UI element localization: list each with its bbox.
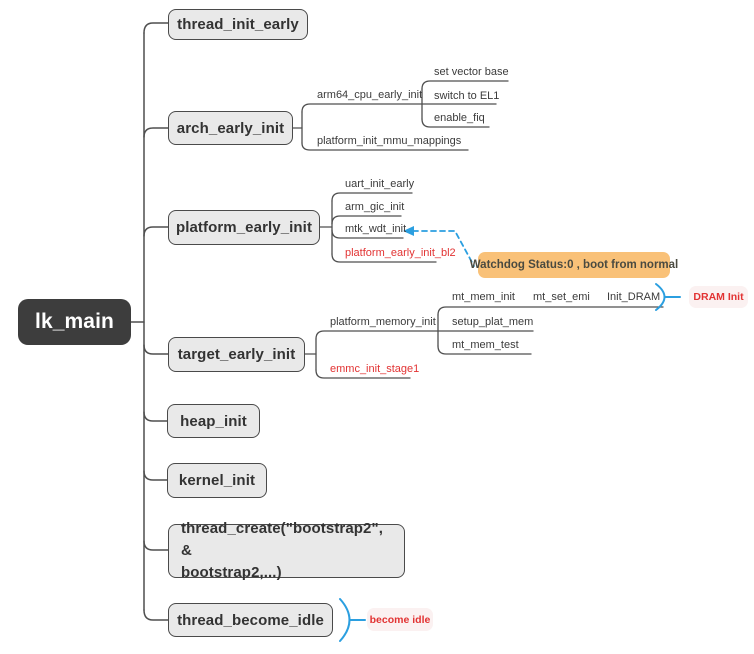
elbow-target-early-init: [143, 344, 169, 355]
leaf-mtk-wdt-init[interactable]: mtk_wdt_init: [345, 223, 407, 235]
callout-dram-init[interactable]: DRAM Init: [689, 286, 748, 308]
elbow-thread-become-idle: [143, 609, 169, 621]
set-vector-base-underline: [421, 80, 509, 90]
elbow-thread-init-early: [143, 22, 169, 34]
callout-become-idle[interactable]: become idle: [367, 608, 433, 631]
emmc-underline: [315, 369, 411, 379]
uart-underline: [331, 192, 413, 202]
arrowhead-left-icon: [403, 226, 414, 236]
arm64-underline: [301, 103, 423, 113]
topic-heap-init[interactable]: heap_init: [167, 404, 260, 438]
leaf-enable-fiq[interactable]: enable_fiq: [434, 112, 485, 124]
leaf-switch-to-el1[interactable]: switch to EL1: [434, 90, 500, 102]
topic-target-early-init[interactable]: target_early_init: [168, 337, 305, 372]
leaf-mt-mem-init[interactable]: mt_mem_init: [452, 291, 515, 303]
leaf-uart-init-early[interactable]: uart_init_early: [345, 178, 415, 190]
leaf-emmc-init-stage1[interactable]: emmc_init_stage1: [330, 363, 420, 375]
root-topic-lk-main[interactable]: lk_main: [18, 299, 131, 345]
mmu-underline: [301, 142, 469, 151]
topic-thread-create-bootstrap2[interactable]: thread_create("bootstrap2", & bootstrap2…: [168, 520, 405, 581]
gic-underline: [331, 215, 402, 225]
leaf-platform-init-mmu-mappings[interactable]: platform_init_mmu_mappings: [317, 135, 462, 147]
trunk-connectors: [130, 22, 169, 621]
leaf-mt-mem-test[interactable]: mt_mem_test: [452, 339, 519, 351]
topic-thread-become-idle[interactable]: thread_become_idle: [168, 603, 333, 637]
dashed-arrow-line: [412, 230, 475, 267]
topic-thread-init-early[interactable]: thread_init_early: [168, 9, 308, 40]
summary-braces: [339, 283, 681, 642]
leaf-init-dram[interactable]: Init_DRAM: [607, 291, 661, 303]
elbow-thread-create: [143, 540, 169, 551]
wdt-underline: [331, 229, 404, 239]
mt-mem-test-underline: [437, 345, 532, 355]
elbow-heap-init: [143, 411, 168, 422]
topic-platform-early-init[interactable]: platform_early_init: [168, 210, 320, 245]
elbow-arch-early-init: [143, 127, 169, 138]
idle-brace-icon: [339, 598, 351, 642]
callout-watchdog-status[interactable]: Watchdog Status:0 , boot from normal: [470, 252, 678, 278]
leaf-mt-set-emi[interactable]: mt_set_emi: [533, 291, 590, 303]
leaf-arm64-cpu-early-init[interactable]: arm64_cpu_early_init: [317, 89, 423, 101]
topic-kernel-init[interactable]: kernel_init: [167, 463, 267, 498]
leaf-setup-plat-mem[interactable]: setup_plat_mem: [452, 316, 534, 328]
mt-mem-chain-underline: [437, 306, 664, 316]
arch-branch-connectors: [292, 80, 509, 151]
platform-memory-underline: [315, 330, 439, 340]
elbow-platform-early-init: [143, 226, 169, 237]
enable-fiq-underline: [421, 118, 490, 128]
leaf-arm-gic-init[interactable]: arm_gic_init: [345, 201, 405, 213]
leaf-platform-memory-init[interactable]: platform_memory_init: [330, 316, 436, 328]
target-branch-connectors: [304, 306, 664, 379]
platform-branch-connectors: [319, 192, 437, 263]
topic-arch-early-init[interactable]: arch_early_init: [168, 111, 293, 145]
leaf-set-vector-base[interactable]: set vector base: [434, 66, 509, 78]
bl2-underline: [331, 253, 437, 263]
watchdog-arrow: [403, 226, 475, 267]
leaf-platform-early-init-bl2[interactable]: platform_early_init_bl2: [345, 247, 456, 259]
elbow-kernel-init: [143, 470, 168, 481]
